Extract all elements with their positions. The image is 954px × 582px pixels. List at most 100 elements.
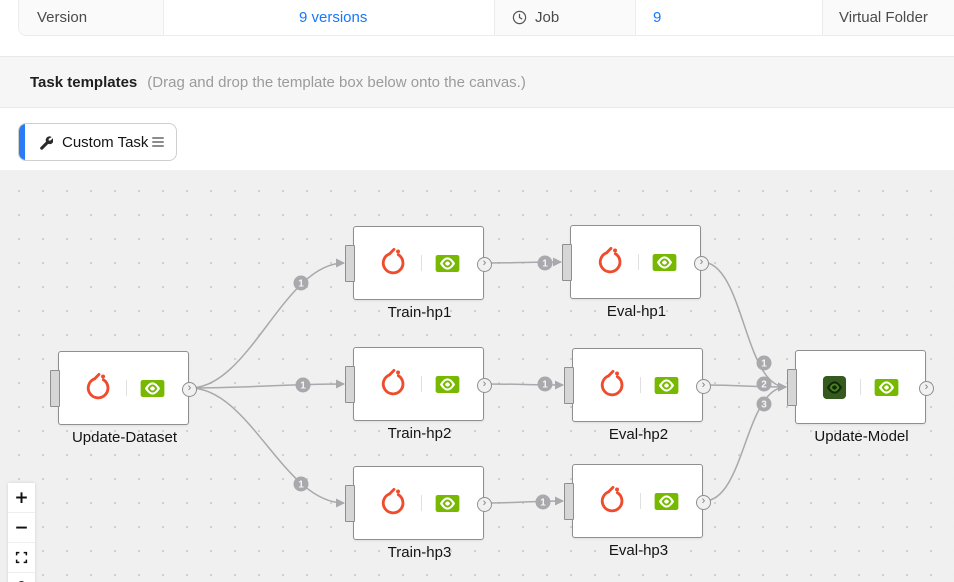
task-templates-bar: Task templates (Drag and drop the templa… bbox=[0, 56, 954, 108]
svg-text:1: 1 bbox=[300, 381, 306, 392]
output-port[interactable]: › bbox=[477, 496, 492, 512]
input-port[interactable] bbox=[787, 369, 797, 406]
icon-divider bbox=[637, 254, 639, 270]
pytorch-icon bbox=[83, 372, 113, 404]
nvidia-icon bbox=[874, 378, 899, 397]
icon-divider bbox=[639, 377, 641, 393]
icon-divider bbox=[860, 379, 861, 395]
input-port[interactable] bbox=[50, 370, 60, 407]
zoom-in-button[interactable]: + bbox=[8, 483, 35, 513]
node-update-model[interactable]: › Update-Model bbox=[787, 350, 934, 445]
node-train-hp2[interactable]: › Train-hp2 bbox=[345, 347, 492, 442]
node-icons bbox=[354, 348, 483, 420]
input-port[interactable] bbox=[564, 483, 574, 520]
icon-divider bbox=[420, 255, 422, 271]
output-port[interactable]: › bbox=[919, 380, 934, 396]
input-port[interactable] bbox=[345, 245, 355, 282]
svg-text:1: 1 bbox=[298, 480, 304, 491]
node-label: Update-Dataset bbox=[71, 429, 178, 446]
output-port[interactable]: › bbox=[182, 381, 197, 397]
output-port[interactable]: › bbox=[696, 378, 711, 394]
output-port[interactable]: › bbox=[477, 256, 492, 272]
node-icons bbox=[354, 227, 483, 299]
node-label: Train-hp1 bbox=[387, 304, 452, 321]
node-label: Update-Model bbox=[814, 428, 909, 445]
edge-eval-hp3-to-update-model bbox=[703, 382, 787, 502]
version-label-text: Version bbox=[37, 9, 88, 26]
edge-label: 2 bbox=[756, 376, 772, 392]
nvidia-dark-icon bbox=[822, 375, 847, 400]
output-port[interactable]: › bbox=[696, 494, 711, 510]
custom-task-template[interactable]: Custom Task bbox=[18, 123, 177, 161]
edge-label: 1 bbox=[537, 255, 553, 271]
task-templates-hint: (Drag and drop the template box below on… bbox=[147, 73, 526, 91]
edge-update-dataset-to-train-hp3 bbox=[189, 387, 345, 508]
node-icons bbox=[573, 465, 702, 537]
svg-text:2: 2 bbox=[761, 380, 767, 391]
node-train-hp3[interactable]: ›Train-hp3 bbox=[345, 466, 492, 561]
icon-divider bbox=[639, 493, 641, 509]
node-icons bbox=[796, 351, 925, 423]
edge-label: 1 bbox=[756, 355, 772, 371]
edge-label: 1 bbox=[293, 476, 309, 492]
virtual-folder-label-text: Virtual Folder bbox=[839, 9, 928, 26]
node-eval-hp2[interactable]: ›Eval-hp2 bbox=[564, 348, 711, 443]
node-label: Eval-hp1 bbox=[606, 303, 667, 320]
custom-task-label: Custom Task bbox=[62, 133, 149, 151]
icon-divider bbox=[420, 376, 422, 392]
svg-text:1: 1 bbox=[542, 380, 548, 391]
input-port[interactable] bbox=[345, 366, 355, 403]
node-icons bbox=[573, 349, 702, 421]
nvidia-icon bbox=[435, 254, 460, 273]
zoom-out-button[interactable]: − bbox=[8, 513, 35, 543]
icon-divider bbox=[125, 380, 127, 396]
fit-view-icon bbox=[15, 551, 28, 564]
details-table: Version 9 versions Job 9 Virtual Folder bbox=[18, 0, 954, 36]
node-eval-hp1[interactable]: › Eval-hp1 bbox=[562, 225, 709, 320]
nvidia-icon bbox=[652, 253, 677, 272]
icon-divider bbox=[420, 495, 422, 511]
edge-label: 1 bbox=[535, 494, 551, 510]
node-icons bbox=[59, 352, 188, 424]
wrench-icon bbox=[38, 135, 53, 150]
nvidia-icon bbox=[435, 375, 460, 394]
pytorch-icon bbox=[378, 368, 408, 400]
nvidia-icon bbox=[654, 492, 679, 511]
node-eval-hp3[interactable]: › Eval-hp3 bbox=[564, 464, 711, 559]
edge-label: 1 bbox=[293, 275, 309, 291]
drag-handle-icon[interactable] bbox=[152, 137, 164, 147]
edge-train-hp2-to-eval-hp2 bbox=[484, 380, 564, 390]
output-port[interactable]: › bbox=[694, 255, 709, 271]
output-port[interactable]: › bbox=[477, 377, 492, 393]
versions-link[interactable]: 9 versions bbox=[299, 9, 368, 26]
edge-label: 3 bbox=[756, 396, 772, 412]
svg-text:1: 1 bbox=[298, 279, 304, 290]
node-label: Eval-hp3 bbox=[608, 542, 669, 559]
input-port[interactable] bbox=[345, 485, 355, 522]
edge-eval-hp2-to-update-model bbox=[703, 382, 787, 392]
svg-text:3: 3 bbox=[761, 400, 767, 411]
versions-link-cell: 9 versions bbox=[164, 0, 495, 35]
fit-view-button[interactable] bbox=[8, 543, 35, 573]
node-train-hp1[interactable]: › Train-hp1 bbox=[345, 226, 492, 321]
lock-button[interactable] bbox=[8, 573, 35, 582]
svg-text:1: 1 bbox=[761, 359, 767, 370]
pytorch-icon bbox=[378, 487, 408, 519]
pytorch-icon bbox=[595, 246, 625, 278]
input-port[interactable] bbox=[564, 367, 574, 404]
edge-update-dataset-to-train-hp2 bbox=[189, 379, 345, 389]
virtual-folder-label: Virtual Folder bbox=[823, 0, 954, 35]
task-templates-title: Task templates bbox=[30, 73, 138, 91]
nvidia-icon bbox=[654, 376, 679, 395]
input-port[interactable] bbox=[562, 244, 572, 281]
edge-eval-hp1-to-update-model bbox=[701, 261, 787, 392]
job-count-link[interactable]: 9 bbox=[653, 9, 662, 26]
node-label: Train-hp2 bbox=[387, 425, 452, 442]
pytorch-icon bbox=[597, 485, 627, 517]
version-label: Version bbox=[19, 0, 164, 35]
edge-update-dataset-to-train-hp1 bbox=[189, 258, 345, 389]
canvas-controls: + − bbox=[8, 483, 35, 582]
node-update-dataset[interactable]: › Update-Dataset bbox=[50, 351, 197, 446]
